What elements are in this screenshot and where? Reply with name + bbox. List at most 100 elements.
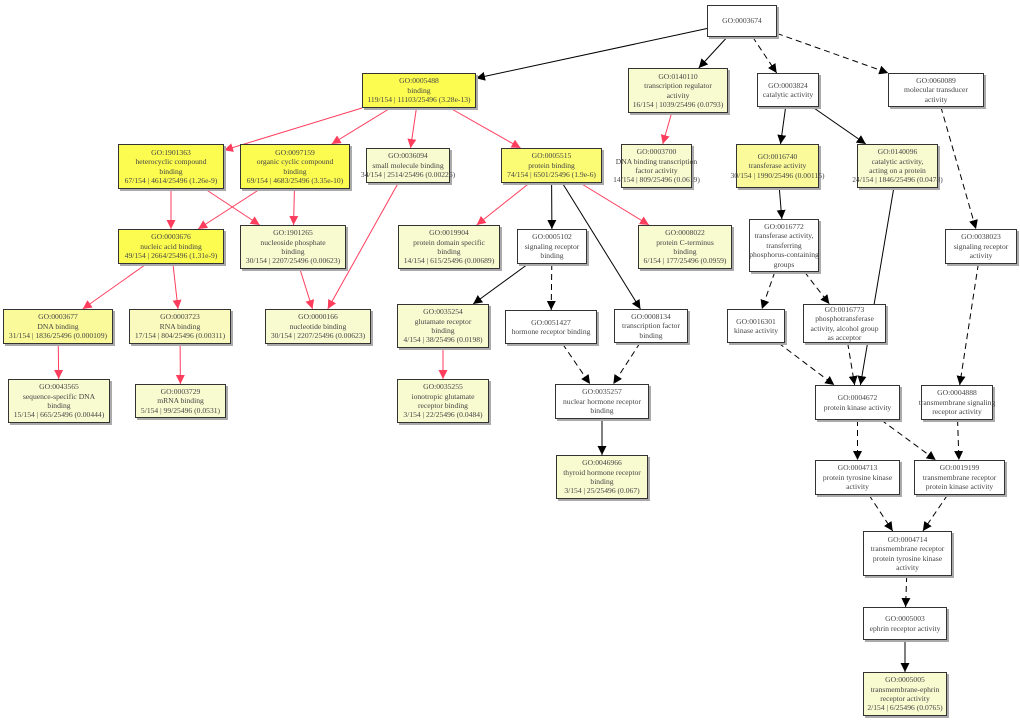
- go-term-name: DNA binding: [37, 321, 79, 331]
- edge-significant: [223, 107, 363, 152]
- edge-black: [698, 36, 728, 69]
- go-term-name: activity: [969, 251, 993, 261]
- go-term-stats: 14/154 | 615/25496 (0.00689): [403, 256, 495, 266]
- edge-significant: [197, 188, 261, 230]
- go-term-name: sequence-specific DNA: [22, 391, 96, 401]
- go-term-id: GO:0005003: [885, 614, 925, 624]
- edge-black: [812, 106, 867, 145]
- go-term-id: GO:0035254: [423, 307, 463, 317]
- edge-black: [857, 187, 895, 386]
- go-term-id: GO:0005102: [532, 232, 572, 242]
- go-term-id: GO:0140096: [877, 147, 918, 157]
- edge-significant: [476, 182, 530, 226]
- go-term-name: molecular transducer: [904, 85, 968, 95]
- edge-black: [777, 106, 787, 145]
- go-term-name: protein domain specific: [413, 237, 485, 247]
- go-term-name: receptor binding: [418, 401, 468, 410]
- edge-dashed: [956, 263, 979, 386]
- go-term-stats: 119/154 | 11103/25496 (3.28e-13): [367, 95, 471, 105]
- go-term-id: GO:0004888: [937, 388, 977, 398]
- go-term-name: kinase activity: [733, 326, 779, 335]
- go-term-name: transmembrane-ephrin: [870, 684, 940, 694]
- go-term-name: heterocyclic compound: [135, 157, 207, 167]
- edge-significant: [579, 182, 650, 226]
- go-term-name: transmembrane receptor: [922, 472, 997, 482]
- go-term-name: acting on a protein: [869, 166, 926, 175]
- go-term-id: GO:0005488: [399, 76, 439, 86]
- edge-black: [561, 182, 641, 310]
- go-term-id: GO:0046966: [582, 458, 622, 468]
- go-term-name: as acceptor: [827, 332, 862, 342]
- edge-dashed: [954, 419, 964, 461]
- edge-significant: [82, 263, 147, 310]
- go-term-id: GO:0003824: [768, 80, 808, 90]
- edge-dashed: [562, 343, 591, 385]
- go-term-name: transcription regulator: [644, 81, 712, 91]
- go-term-stats: 14/154 | 809/25496 (0.0619): [613, 175, 700, 185]
- go-term-name: binding: [590, 477, 614, 486]
- go-term-name: binding: [407, 85, 431, 95]
- go-term-id: GO:0060089: [916, 75, 956, 85]
- go-term-node[interactable]: GO:0003674: [707, 5, 777, 37]
- go-term-name: phosphotransferase: [815, 314, 874, 324]
- go-term-name: activity: [896, 562, 919, 572]
- go-term-stats: 6/154 | 177/25496 (0.0959): [643, 256, 727, 266]
- go-term-stats: 15/154 | 665/25496 (0.00444): [13, 410, 105, 420]
- go-term-stats: 69/154 | 4683/25496 (3.35e-10): [246, 175, 344, 185]
- go-term-id: GO:0003677: [38, 312, 78, 322]
- go-term-stats: 30/154 | 1990/25496 (0.00115): [730, 170, 825, 180]
- go-term-name: mRNA binding: [157, 396, 204, 406]
- edge-black: [776, 187, 786, 220]
- go-term-name: binding: [673, 247, 697, 256]
- go-term-id: GO:0004672: [837, 393, 878, 403]
- go-term-id: GO:0140110: [658, 71, 698, 81]
- go-term-name: protein kinase activity: [925, 482, 994, 492]
- go-term-name: nucleoside phosphate: [260, 237, 326, 247]
- go-term-name: transferase activity: [748, 161, 807, 171]
- edge-dashed: [776, 32, 889, 75]
- go-term-name: receptor activity: [932, 407, 982, 417]
- edge-significant: [660, 112, 673, 145]
- go-term-id: GO:0008022: [665, 228, 705, 238]
- go-term-name: transferase activity,: [754, 231, 814, 241]
